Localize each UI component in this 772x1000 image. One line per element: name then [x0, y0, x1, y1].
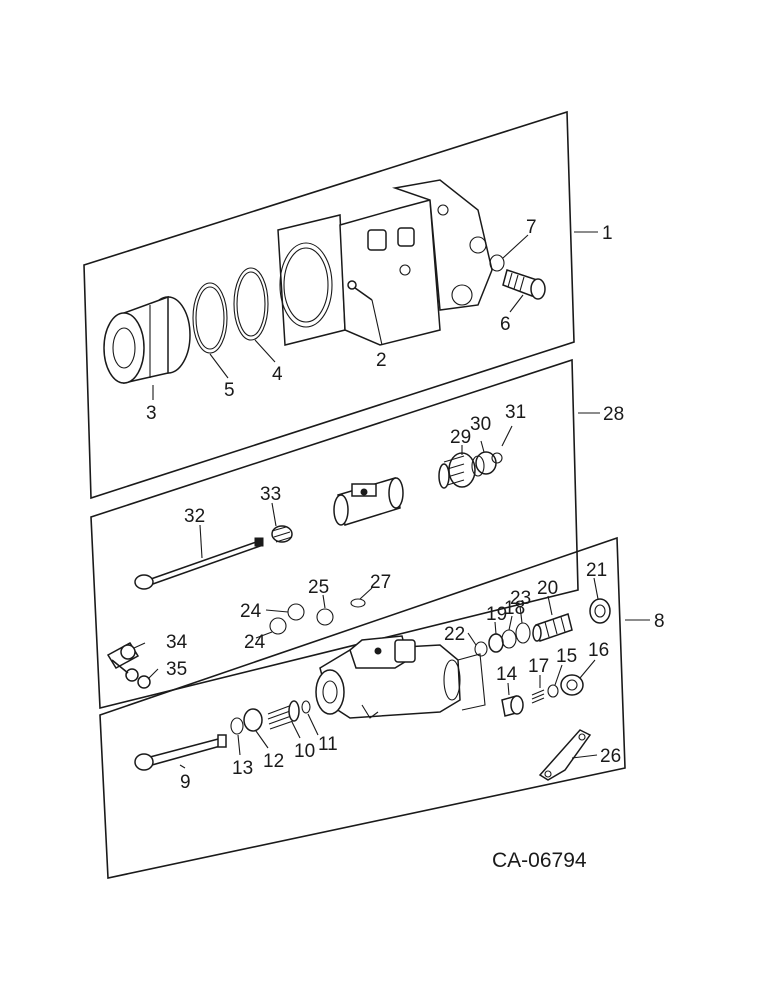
part-coil-spring: [267, 700, 300, 730]
part-linkage-pin: [137, 675, 151, 689]
part-spring-small: [531, 689, 545, 704]
panel-28-frame: [90, 358, 579, 710]
part-seal-upper: [287, 603, 305, 621]
part-cartridge: [532, 613, 573, 642]
callout-labels: 1 2 3 4 5 6 7 8 9 10 11 12 13 14 15 16 1…: [146, 217, 665, 793]
callout-22: 22: [444, 624, 465, 645]
callout-34: 34: [166, 632, 188, 653]
callout-23: 23: [510, 588, 531, 609]
callout-24-upper: 24: [240, 601, 262, 622]
part-cap-nut: [560, 674, 584, 696]
callout-20: 20: [537, 578, 558, 599]
part-ring-23: [515, 622, 531, 644]
part-small-washer: [547, 684, 559, 698]
part-washer: [316, 608, 334, 626]
callout-28: 28: [603, 404, 624, 425]
callout-26: 26: [600, 746, 621, 767]
callout-30: 30: [470, 414, 491, 435]
drawing-code: CA-06794: [492, 849, 587, 872]
part-thin-ring: [350, 598, 366, 608]
callout-21: 21: [586, 560, 607, 581]
callout-14: 14: [496, 664, 518, 685]
callout-6: 6: [500, 314, 511, 335]
callout-35: 35: [166, 659, 187, 680]
part-bracket: [538, 729, 598, 781]
callout-13: 13: [232, 758, 253, 779]
part-small-o-ring: [489, 254, 505, 272]
part-linkage-arm: [106, 642, 140, 682]
callout-8: 8: [654, 611, 665, 632]
part-seal-lower: [269, 617, 287, 635]
part-washer-13: [230, 717, 244, 735]
part-ring-19: [488, 633, 504, 653]
panel-1-housing-group: [83, 110, 598, 500]
callout-3: 3: [146, 403, 157, 424]
part-washer-12: [243, 708, 263, 732]
callout-15: 15: [556, 646, 577, 667]
callout-11: 11: [318, 734, 338, 755]
callout-18: 18: [504, 598, 525, 619]
part-main-housing: [277, 179, 493, 346]
panel-28-valve-group: [90, 358, 600, 710]
callout-17: 17: [528, 656, 549, 677]
callout-7: 7: [526, 217, 537, 238]
callout-33: 33: [260, 484, 281, 505]
part-valve-body: [333, 477, 404, 526]
part-rod: [134, 537, 264, 590]
callout-4: 4: [272, 364, 283, 385]
callout-2: 2: [376, 350, 387, 371]
part-ring-22: [474, 641, 488, 657]
part-sleeve-small: [501, 695, 524, 717]
callout-16: 16: [588, 640, 609, 661]
callout-31: 31: [505, 402, 526, 423]
callout-27: 27: [370, 572, 391, 593]
callout-10: 10: [294, 741, 315, 762]
panel-1-frame: [83, 110, 575, 500]
callout-9: 9: [180, 772, 191, 793]
callout-24-lower: 24: [244, 632, 266, 653]
callout-32: 32: [184, 506, 205, 527]
callout-5: 5: [224, 380, 235, 401]
part-piston-rod: [134, 734, 227, 771]
callout-25: 25: [308, 577, 329, 598]
panel-8-regulator-group: [99, 536, 650, 879]
part-small-spring: [271, 525, 293, 543]
part-spring-large: [438, 452, 476, 489]
callout-1: 1: [602, 223, 613, 244]
part-o-ring-outer: [233, 267, 269, 341]
part-sleeve: [103, 295, 191, 384]
panel-8-frame: [99, 536, 626, 879]
part-o-ring-large: [192, 282, 228, 354]
part-fitting: [502, 269, 546, 300]
callout-29: 29: [450, 427, 471, 448]
part-clip-11: [301, 700, 311, 714]
part-ring-18: [501, 629, 517, 649]
callout-19: 19: [486, 604, 507, 625]
part-hex-nut: [589, 598, 611, 624]
callout-12: 12: [263, 751, 284, 772]
part-regulator-housing: [315, 635, 486, 719]
part-retaining-ring: [491, 452, 503, 464]
